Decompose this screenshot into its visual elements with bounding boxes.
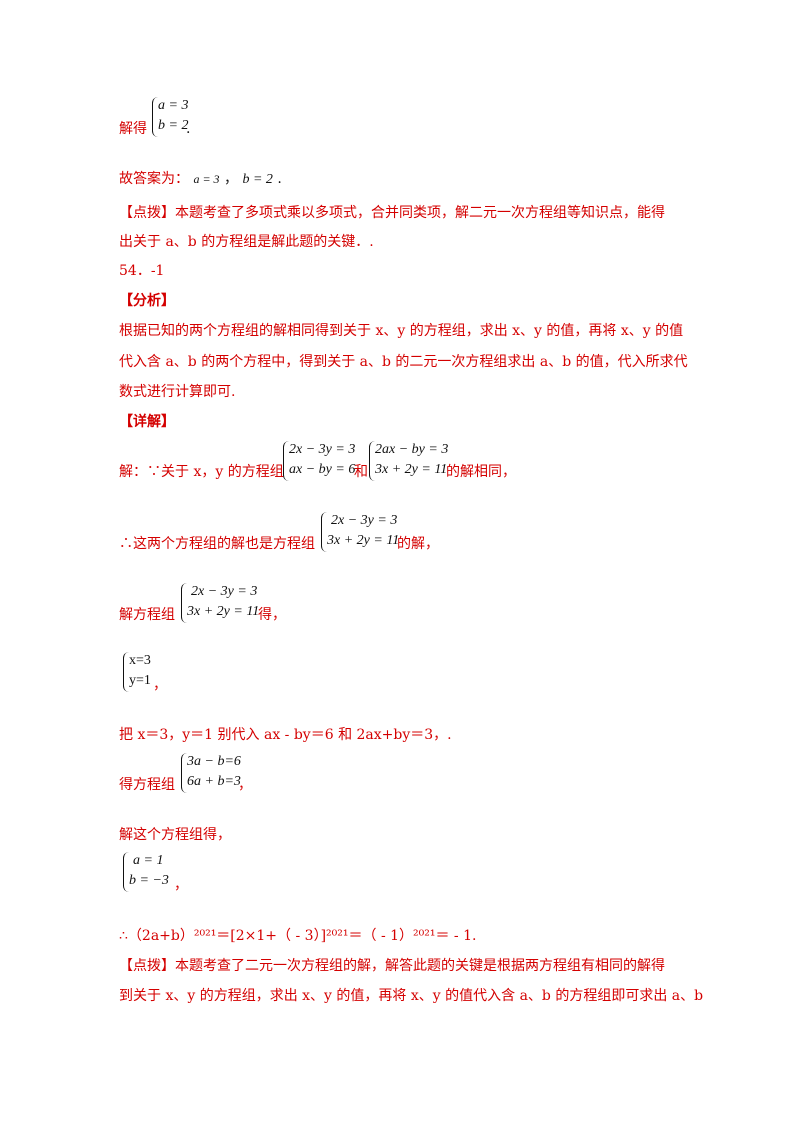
step3-prefix: 解方程组 [119,607,175,623]
system-line: 2x − 3y = 3 [289,442,356,457]
left-brace-icon [369,441,377,481]
step1-system2: 2ax − by = 3 3x + 2y = 11 [369,441,459,481]
comment2-line2: 到关于 x、y 的方程组，求出 x、y 的值，再将 x、y 的值代入含 a、b … [119,988,704,1004]
step8-suffix: ， [174,877,188,893]
step6-system: 3a − b=6 6a + b=3 [181,753,261,793]
step1-suffix: 的解相同， [446,464,516,480]
step6-prefix: 得方程组 [119,777,175,793]
system-line: 3a − b=6 [187,754,241,769]
step2-prefix: ∴这两个方程组的解也是方程组 [119,536,315,552]
step1-and: 和 [354,464,368,480]
comment2-line1: 【点拨】本题考查了二元一次方程组的解，解答此题的关键是根据两方程组有相同的解得 [119,958,665,974]
question-number: 54．-1 [119,263,165,279]
system-line: a = 3 [158,98,189,113]
system-line: 6a + b=3 [187,774,241,789]
analysis-line: 数式进行计算即可. [119,384,236,400]
step2-system: 2x − 3y = 3 3x + 2y = 11 [321,512,411,552]
step1-prefix: 解：∵关于 x，y 的方程组 [119,464,284,480]
step1-system1: 2x − 3y = 3 ax − by = 6 [283,441,363,481]
prev-solution-system: a = 3 b = 2 [152,97,212,137]
final-result: ∴（2a+b）²⁰²¹＝[2×1+（ - 3）]²⁰²¹＝（ - 1）²⁰²¹＝… [119,928,477,944]
step8-system: a = 1 b = −3 [123,852,183,892]
analysis-title: 【分析】 [119,293,175,309]
step6-suffix: ， [238,777,252,793]
detail-title: 【详解】 [119,414,175,430]
step3-system: 2x − 3y = 3 3x + 2y = 11 [181,583,271,623]
system-line: y=1 [129,673,151,688]
left-brace-icon [321,512,329,552]
system-line: 3x + 2y = 11 [327,533,400,548]
answer-end: . [277,171,282,187]
comment1-line2: 出关于 a、b 的方程组是解此题的关键．. [119,234,374,250]
comment1-line1: 【点拨】本题考查了多项式乘以多项式，合并同类项，解二元一次方程组等知识点，能得 [119,205,665,221]
left-brace-icon [123,852,131,892]
step7-line: 解这个方程组得， [119,827,231,843]
step5-line: 把 x＝3，y＝1 别代入 ax - by＝6 和 2ax+by＝3，. [119,727,452,743]
answer-line: 故答案为： a = 3 ， b = 2 . [119,169,282,190]
left-brace-icon [181,753,189,793]
step4-system: x=3 y=1 [123,652,173,692]
prev-solution-period: . [186,121,191,137]
left-brace-icon [152,97,160,137]
answer-label: 故答案为： [119,171,189,187]
left-brace-icon [123,652,131,692]
system-line: 2ax − by = 3 [375,442,449,457]
system-line: x=3 [129,653,151,668]
analysis-line: 根据已知的两个方程组的解相同得到关于 x、y 的方程组，求出 x、y 的值，再将… [119,323,684,339]
step3-suffix: 得， [258,607,286,623]
answer-a: a = 3 [193,172,220,186]
answer-b: b = 2 [242,172,273,187]
left-brace-icon [283,441,291,481]
system-line: ax − by = 6 [289,462,356,477]
system-line: b = 2 [158,118,189,133]
system-line: a = 1 [133,853,164,868]
system-line: 3x + 2y = 11 [375,462,448,477]
answer-separator: ， [224,171,239,187]
step2-suffix: 的解， [397,536,439,552]
system-line: 2x − 3y = 3 [331,513,398,528]
analysis-line: 代入含 a、b 的两个方程中，得到关于 a、b 的二元一次方程组求出 a、b 的… [119,354,688,370]
system-line: 3x + 2y = 11 [187,604,260,619]
system-line: b = −3 [129,873,169,888]
step4-suffix: ， [153,677,167,693]
left-brace-icon [181,583,189,623]
prev-solution-prefix: 解得 [119,121,147,137]
system-line: 2x − 3y = 3 [191,584,258,599]
